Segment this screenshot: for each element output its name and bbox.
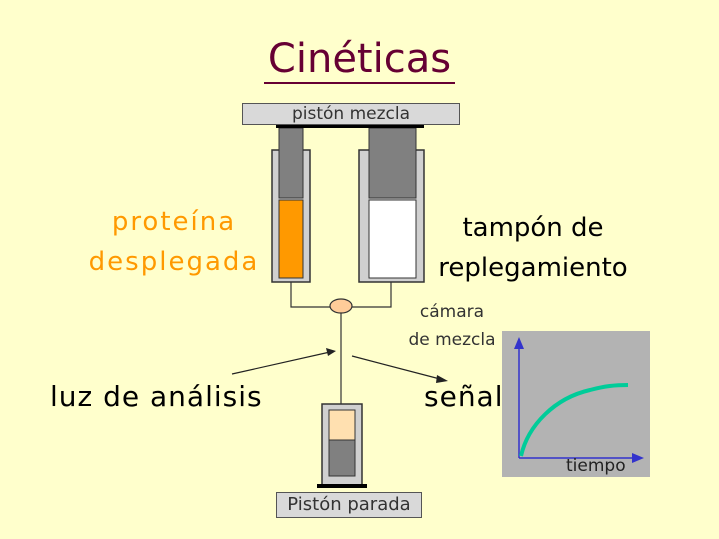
mixing-chamber-label-line1: cámara <box>419 302 485 322</box>
signal-plot <box>502 331 650 477</box>
protein-syringe <box>271 127 311 283</box>
right-tube <box>352 282 392 308</box>
buffer-label-line1: tampón de <box>462 213 604 243</box>
mixing-chamber-label: cámara de mezcla <box>400 298 504 354</box>
mixing-chamber-label-line2: de mezcla <box>408 330 496 350</box>
protein-fill <box>278 199 304 279</box>
signal-label: señal <box>424 380 504 413</box>
signal-arrow <box>351 355 441 380</box>
page-title: Cinéticas <box>0 36 719 84</box>
buffer-label-line2: replegamiento <box>438 253 628 283</box>
light-label: luz de análisis <box>50 380 263 413</box>
kinetic-curve <box>519 383 629 457</box>
piston-parada-label: Pistón parada <box>276 492 422 518</box>
protein-label-line1: proteína <box>111 207 237 237</box>
buffer-label: tampón de replegamiento <box>438 208 628 288</box>
light-arrow <box>231 351 331 375</box>
buffer-fill <box>368 199 417 279</box>
time-axis-label: tiempo <box>566 456 626 476</box>
piston-mezcla-label: pistón mezcla <box>242 103 460 125</box>
mixing-chamber <box>329 298 353 314</box>
protein-label: proteína desplegada <box>82 202 266 282</box>
protein-label-line2: desplegada <box>88 247 260 277</box>
left-tube <box>290 282 330 308</box>
buffer-syringe <box>358 127 425 283</box>
stop-syringe <box>317 403 367 488</box>
